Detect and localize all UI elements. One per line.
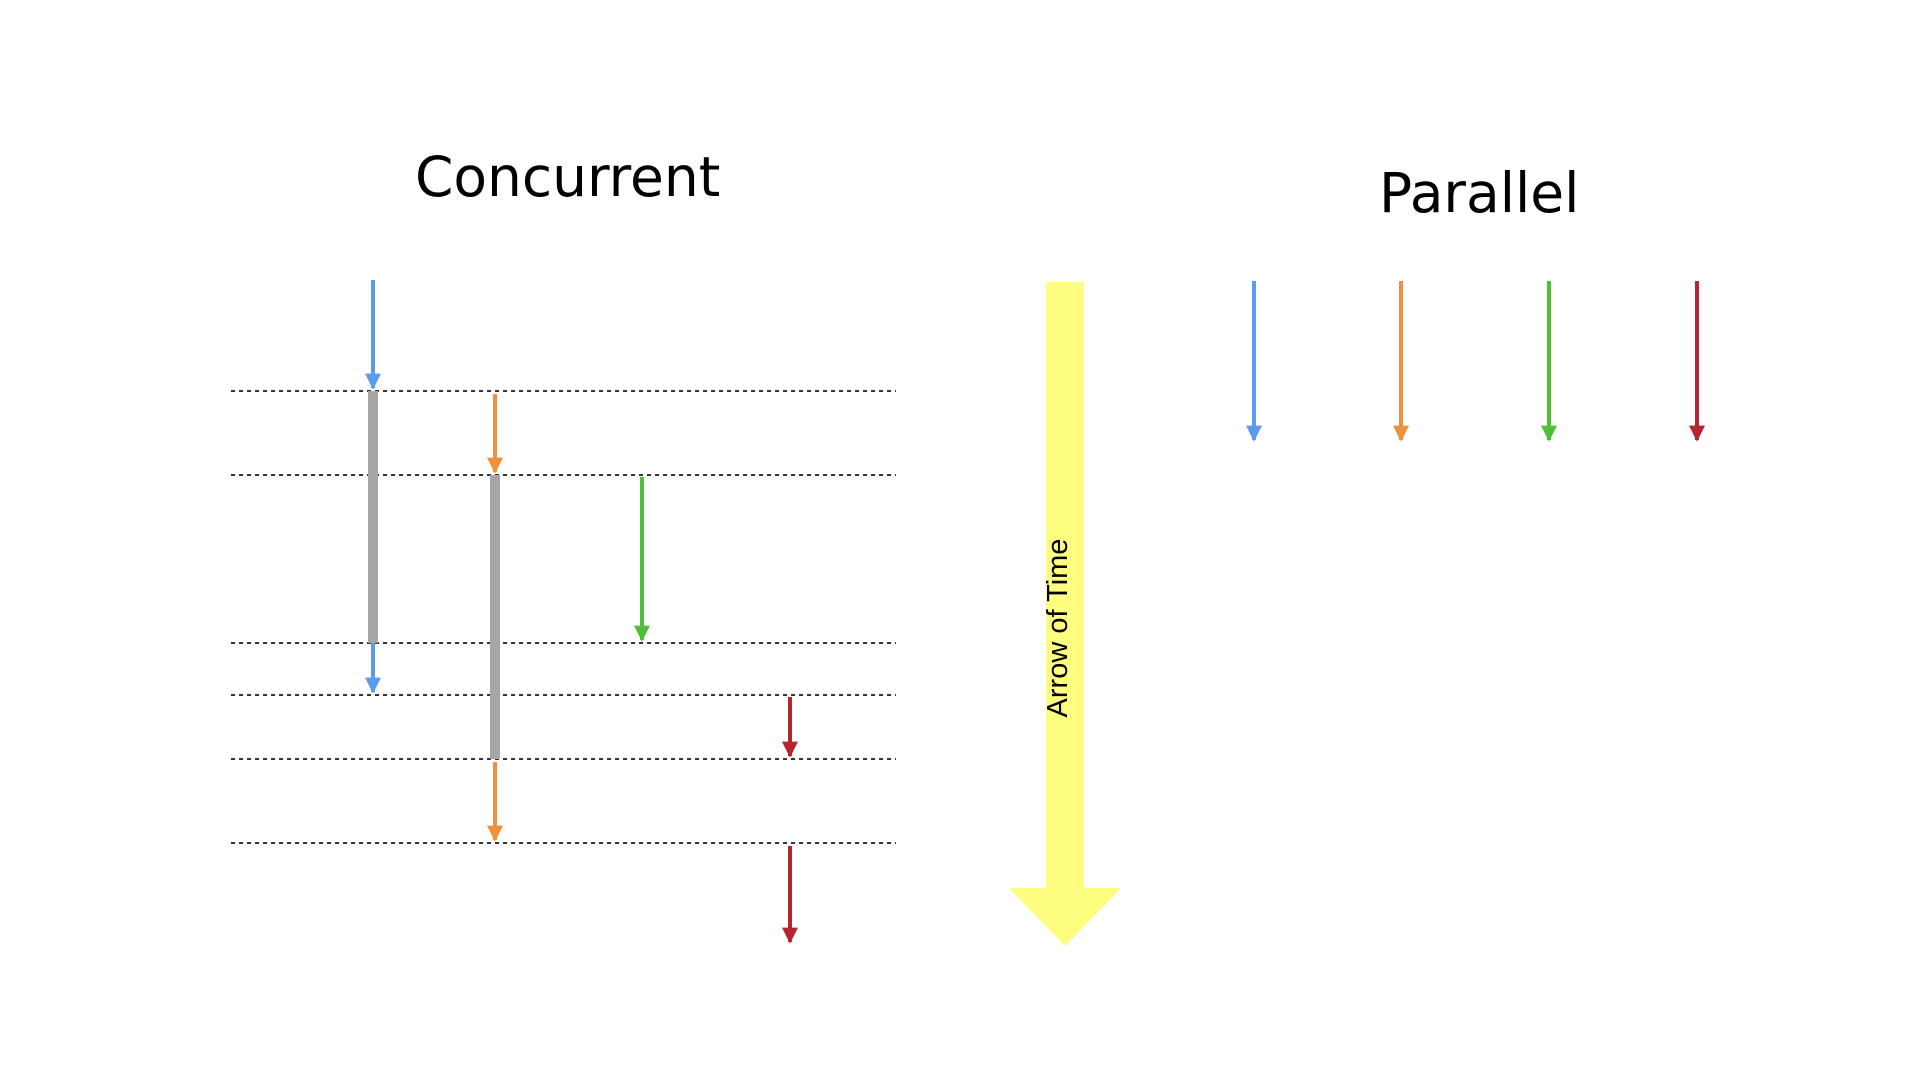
concurrent-thread-arrows xyxy=(365,280,798,944)
time-arrow: Arrow of Time xyxy=(1009,282,1121,946)
time-slice-lines xyxy=(231,390,896,844)
big-down-arrow-icon xyxy=(1009,282,1121,946)
thread-blue-waiting-bar xyxy=(368,391,378,643)
time-arrow-label: Arrow of Time xyxy=(1042,539,1074,718)
concurrent-title: Concurrent xyxy=(415,145,721,209)
parallel-thread-arrows xyxy=(1246,281,1705,442)
thread-orange-waiting-bar xyxy=(490,475,500,759)
parallel-title: Parallel xyxy=(1379,161,1580,225)
